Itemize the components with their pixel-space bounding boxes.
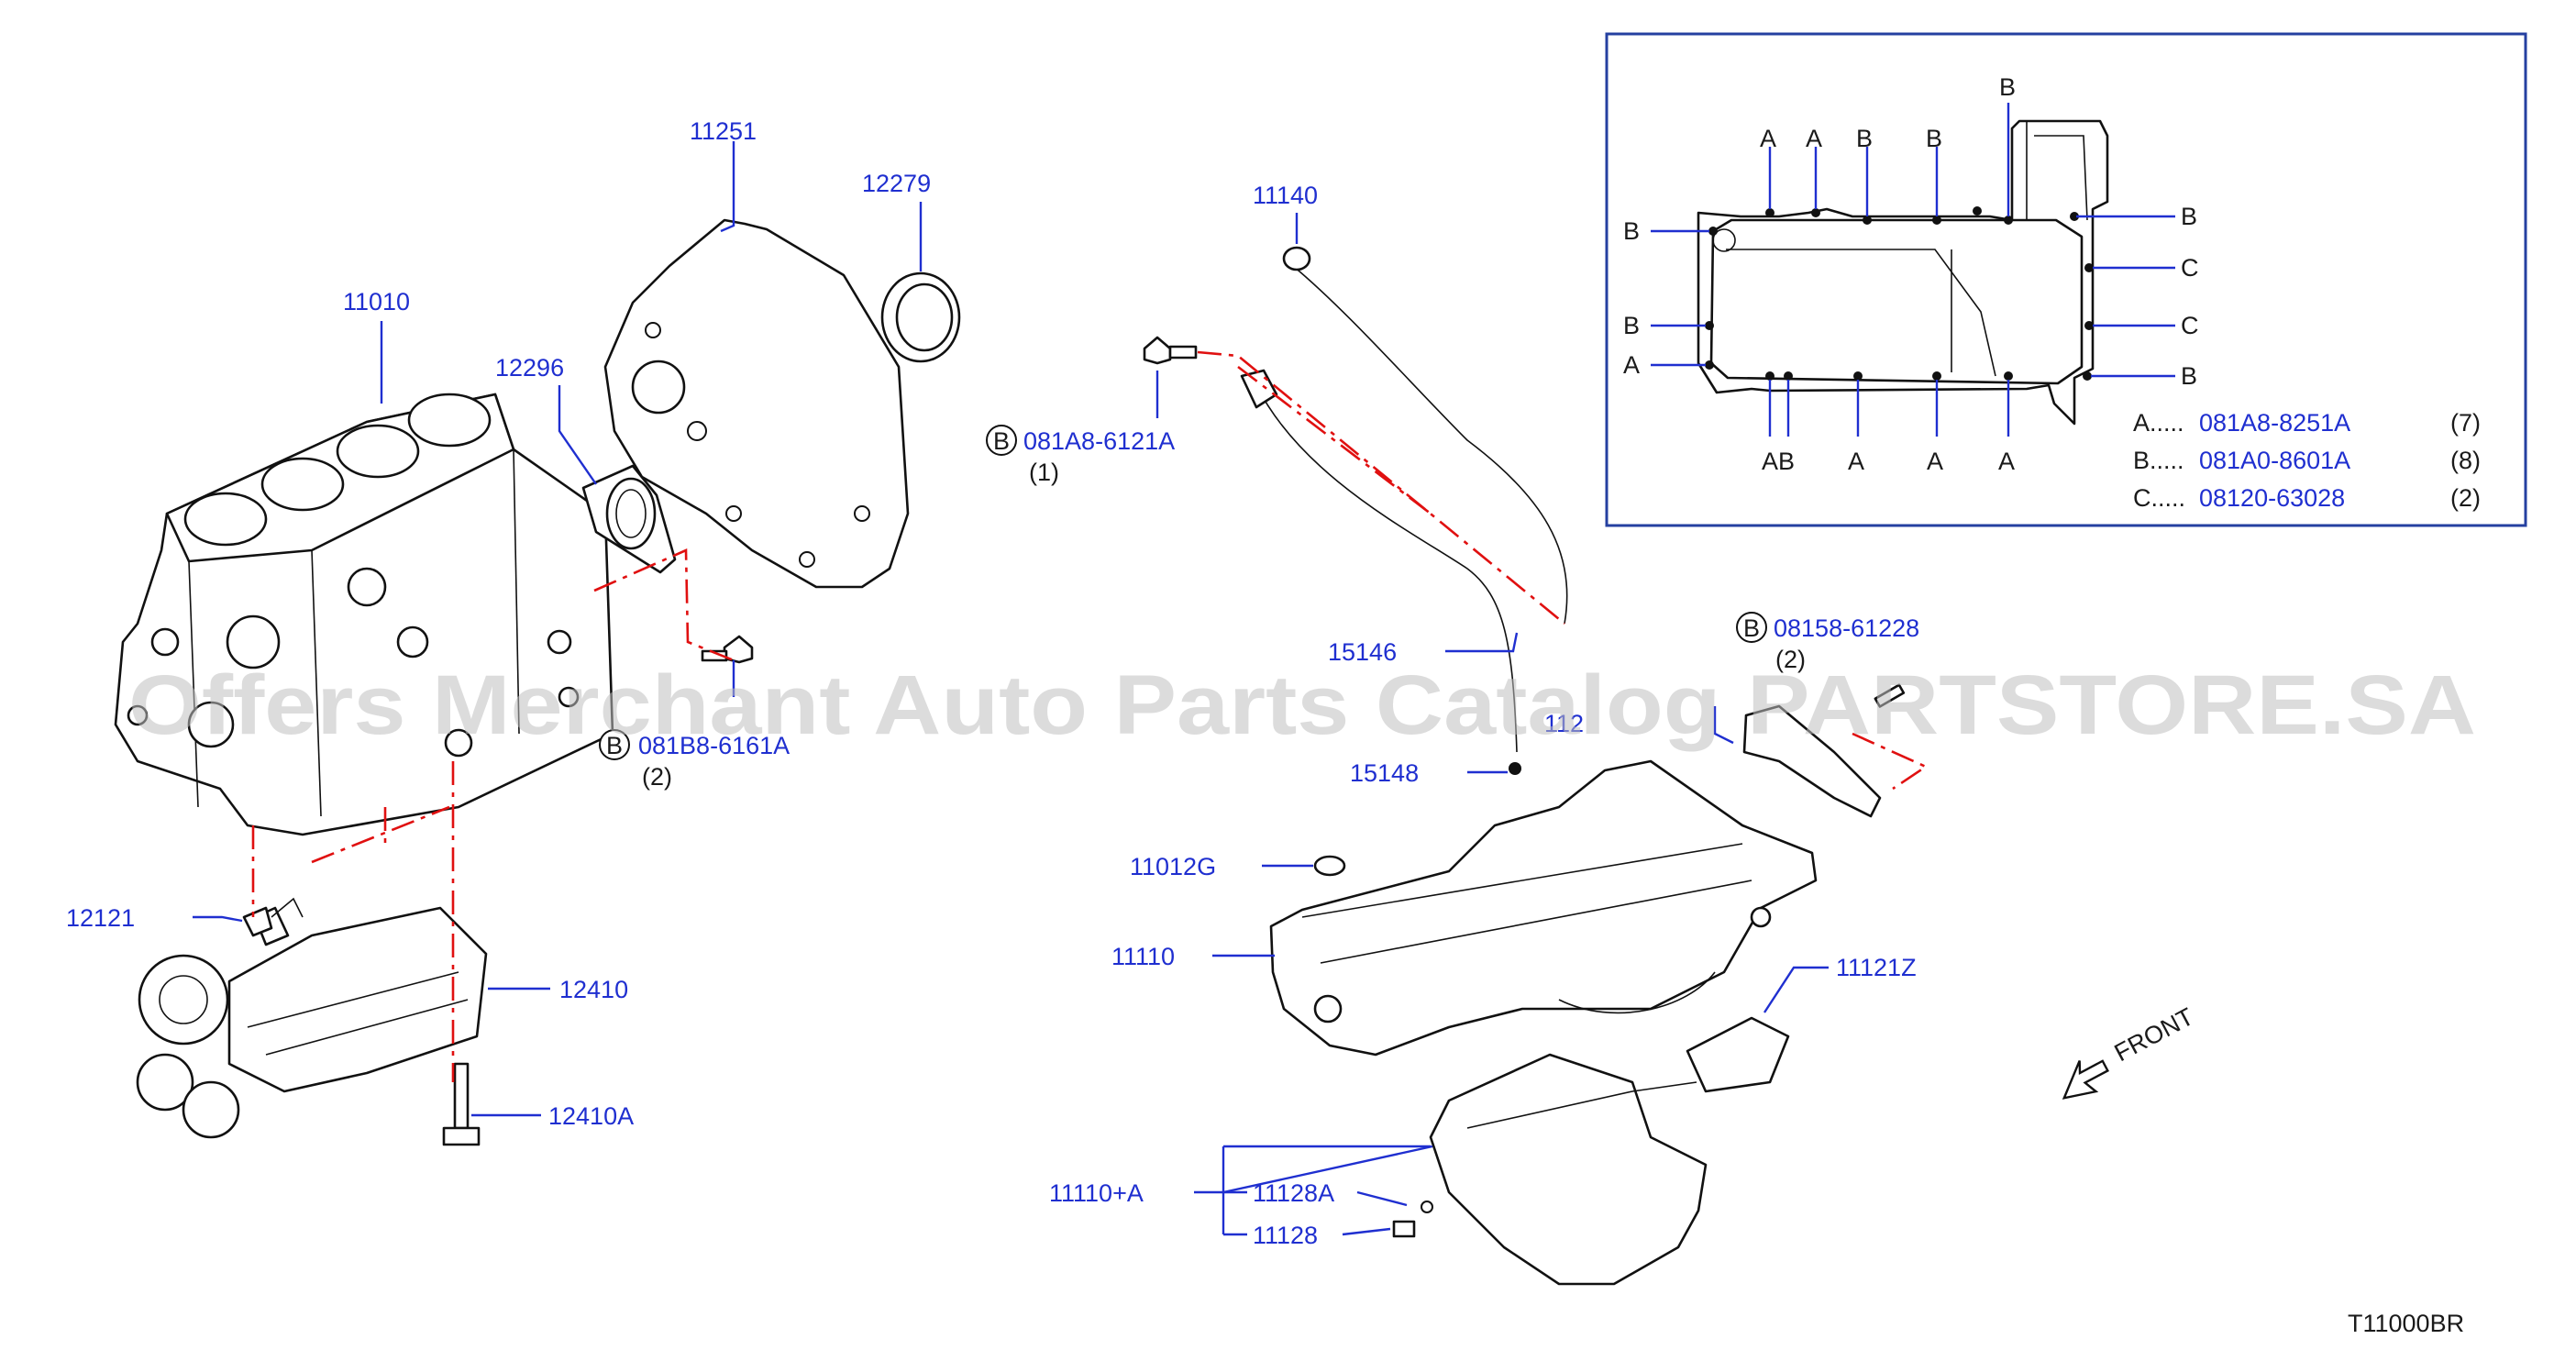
bolt-qty: (1) — [1029, 459, 1059, 486]
inset-letter: AB — [1762, 448, 1795, 475]
part-label-12410[interactable]: 12410 — [559, 976, 628, 1003]
bolt-code[interactable]: 081B8-6161A — [638, 732, 790, 759]
lower-oil-pan-drawing — [1429, 1053, 1708, 1286]
inset-letter: B — [1856, 125, 1873, 152]
part-label-12296[interactable]: 12296 — [495, 354, 564, 382]
bolt-code[interactable]: 081A8-6121A — [1023, 427, 1175, 455]
inset-letter: B — [2181, 203, 2197, 230]
part-label-11121z[interactable]: 11121Z — [1836, 954, 1917, 981]
inset-letter: A — [1806, 125, 1822, 152]
rear-plate-drawing — [603, 218, 910, 589]
inset-bolt-layout: A A B B B B B A B C C B AB A A A A..... … — [1605, 32, 2527, 527]
inset-letter: A — [1623, 351, 1640, 379]
legend-code[interactable]: 081A8-8251A — [2199, 409, 2350, 437]
legend-key: C..... — [2133, 484, 2185, 512]
legend-qty: (8) — [2450, 447, 2481, 474]
inset-letter: A — [1998, 448, 2015, 475]
bolt-callout-1[interactable]: B 081A8-6121A (1) — [986, 425, 1175, 486]
bolt-marker: B — [1743, 614, 1760, 642]
bolt-callout-2[interactable]: B 081B8-6161A (2) — [599, 729, 790, 791]
legend-qty: (2) — [2450, 484, 2481, 512]
front-arrow-icon — [2062, 1059, 2109, 1100]
bolt-qty: (2) — [1775, 646, 1806, 673]
bolt-qty: (2) — [642, 763, 672, 791]
watermark-text: Offers Merchant Auto Parts Catalog PARTS… — [128, 658, 2476, 752]
part-label-15146[interactable]: 15146 — [1328, 638, 1397, 666]
oil-seal-drawing — [880, 271, 961, 363]
part-label-11128[interactable]: 11128 — [1253, 1222, 1318, 1249]
legend-key: A..... — [2133, 409, 2184, 437]
part-label-11110a[interactable]: 11110+A — [1049, 1179, 1144, 1207]
part-label-12410a[interactable]: 12410A — [548, 1102, 634, 1130]
inset-legend: A..... 081A8-8251A (7) B..... 081A0-8601… — [2133, 409, 2481, 512]
diagram-id: T11000BR — [2348, 1310, 2464, 1337]
upper-oil-pan-drawing — [1269, 759, 1818, 1057]
inset-letter: C — [2181, 312, 2199, 339]
part-label-11110[interactable]: 11110 — [1111, 943, 1175, 970]
inset-letter: B — [1623, 217, 1640, 245]
legend-code[interactable]: 081A0-8601A — [2199, 447, 2350, 474]
baffle-drawing — [1742, 704, 1882, 818]
leader-lines — [193, 141, 1829, 1236]
part-label-12279[interactable]: 12279 — [862, 170, 931, 197]
part-label-11012g[interactable]: 11012G — [1130, 853, 1216, 880]
inset-letter: B — [2181, 362, 2197, 390]
bolt-marker: B — [606, 732, 623, 759]
assembly-lines — [251, 350, 1929, 1082]
small-parts — [242, 336, 1906, 1238]
inset-letter: B — [1999, 73, 2016, 101]
oil-pump-drawing — [136, 906, 488, 1139]
seal-retainer-drawing — [581, 464, 677, 574]
inset-letter: A — [1848, 448, 1864, 475]
bolt-marker: B — [993, 427, 1010, 455]
legend-key: B..... — [2133, 447, 2184, 474]
dipstick-drawing — [1240, 246, 1568, 775]
part-label-11010[interactable]: 11010 — [343, 288, 410, 315]
inset-letter: B — [1926, 125, 1942, 152]
legend-code[interactable]: 08120-63028 — [2199, 484, 2345, 512]
part-label-11128a[interactable]: 11128A — [1253, 1179, 1334, 1207]
inset-letter: A — [1927, 448, 1943, 475]
bolt-code[interactable]: 08158-61228 — [1774, 614, 1919, 642]
part-label-11251[interactable]: 11251 — [690, 117, 757, 145]
inset-letter: C — [2181, 254, 2199, 282]
strainer-drawing — [1631, 1016, 1790, 1093]
part-label-15148[interactable]: 15148 — [1350, 759, 1419, 787]
engine-block-drawing — [114, 393, 614, 836]
front-label: FRONT — [2110, 1002, 2198, 1067]
legend-qty: (7) — [2450, 409, 2481, 437]
inset-letter: A — [1760, 125, 1776, 152]
bolt-callout-3[interactable]: B 08158-61228 (2) — [1736, 612, 1919, 673]
part-label-12121[interactable]: 12121 — [66, 904, 135, 932]
inset-letter: B — [1623, 312, 1640, 339]
part-labels: 11251 12279 11010 12296 11140 15146 1514… — [66, 117, 1917, 1249]
part-label-11140[interactable]: 11140 — [1253, 182, 1318, 209]
part-label-112[interactable]: 112 — [1544, 710, 1584, 737]
